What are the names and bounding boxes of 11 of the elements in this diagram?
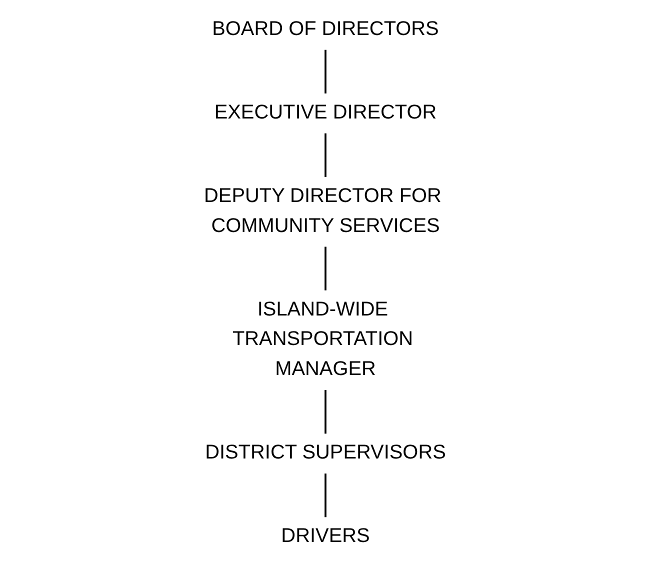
node-text: DRIVERS [281, 526, 370, 548]
node-text: DISTRICT SUPERVISORS [205, 442, 446, 464]
connector [324, 474, 326, 518]
connector [324, 133, 326, 177]
connector [324, 50, 326, 94]
node-text: ISLAND-WIDE TRANSPORTATION MANAGER [232, 299, 414, 380]
node-text: DEPUTY DIRECTOR FOR COMMUNITY SERVICES [204, 186, 442, 237]
connector [324, 246, 326, 290]
node-text: BOARD OF DIRECTORS [212, 18, 439, 40]
node-text: EXECUTIVE DIRECTOR [214, 102, 437, 124]
connector [324, 390, 326, 434]
